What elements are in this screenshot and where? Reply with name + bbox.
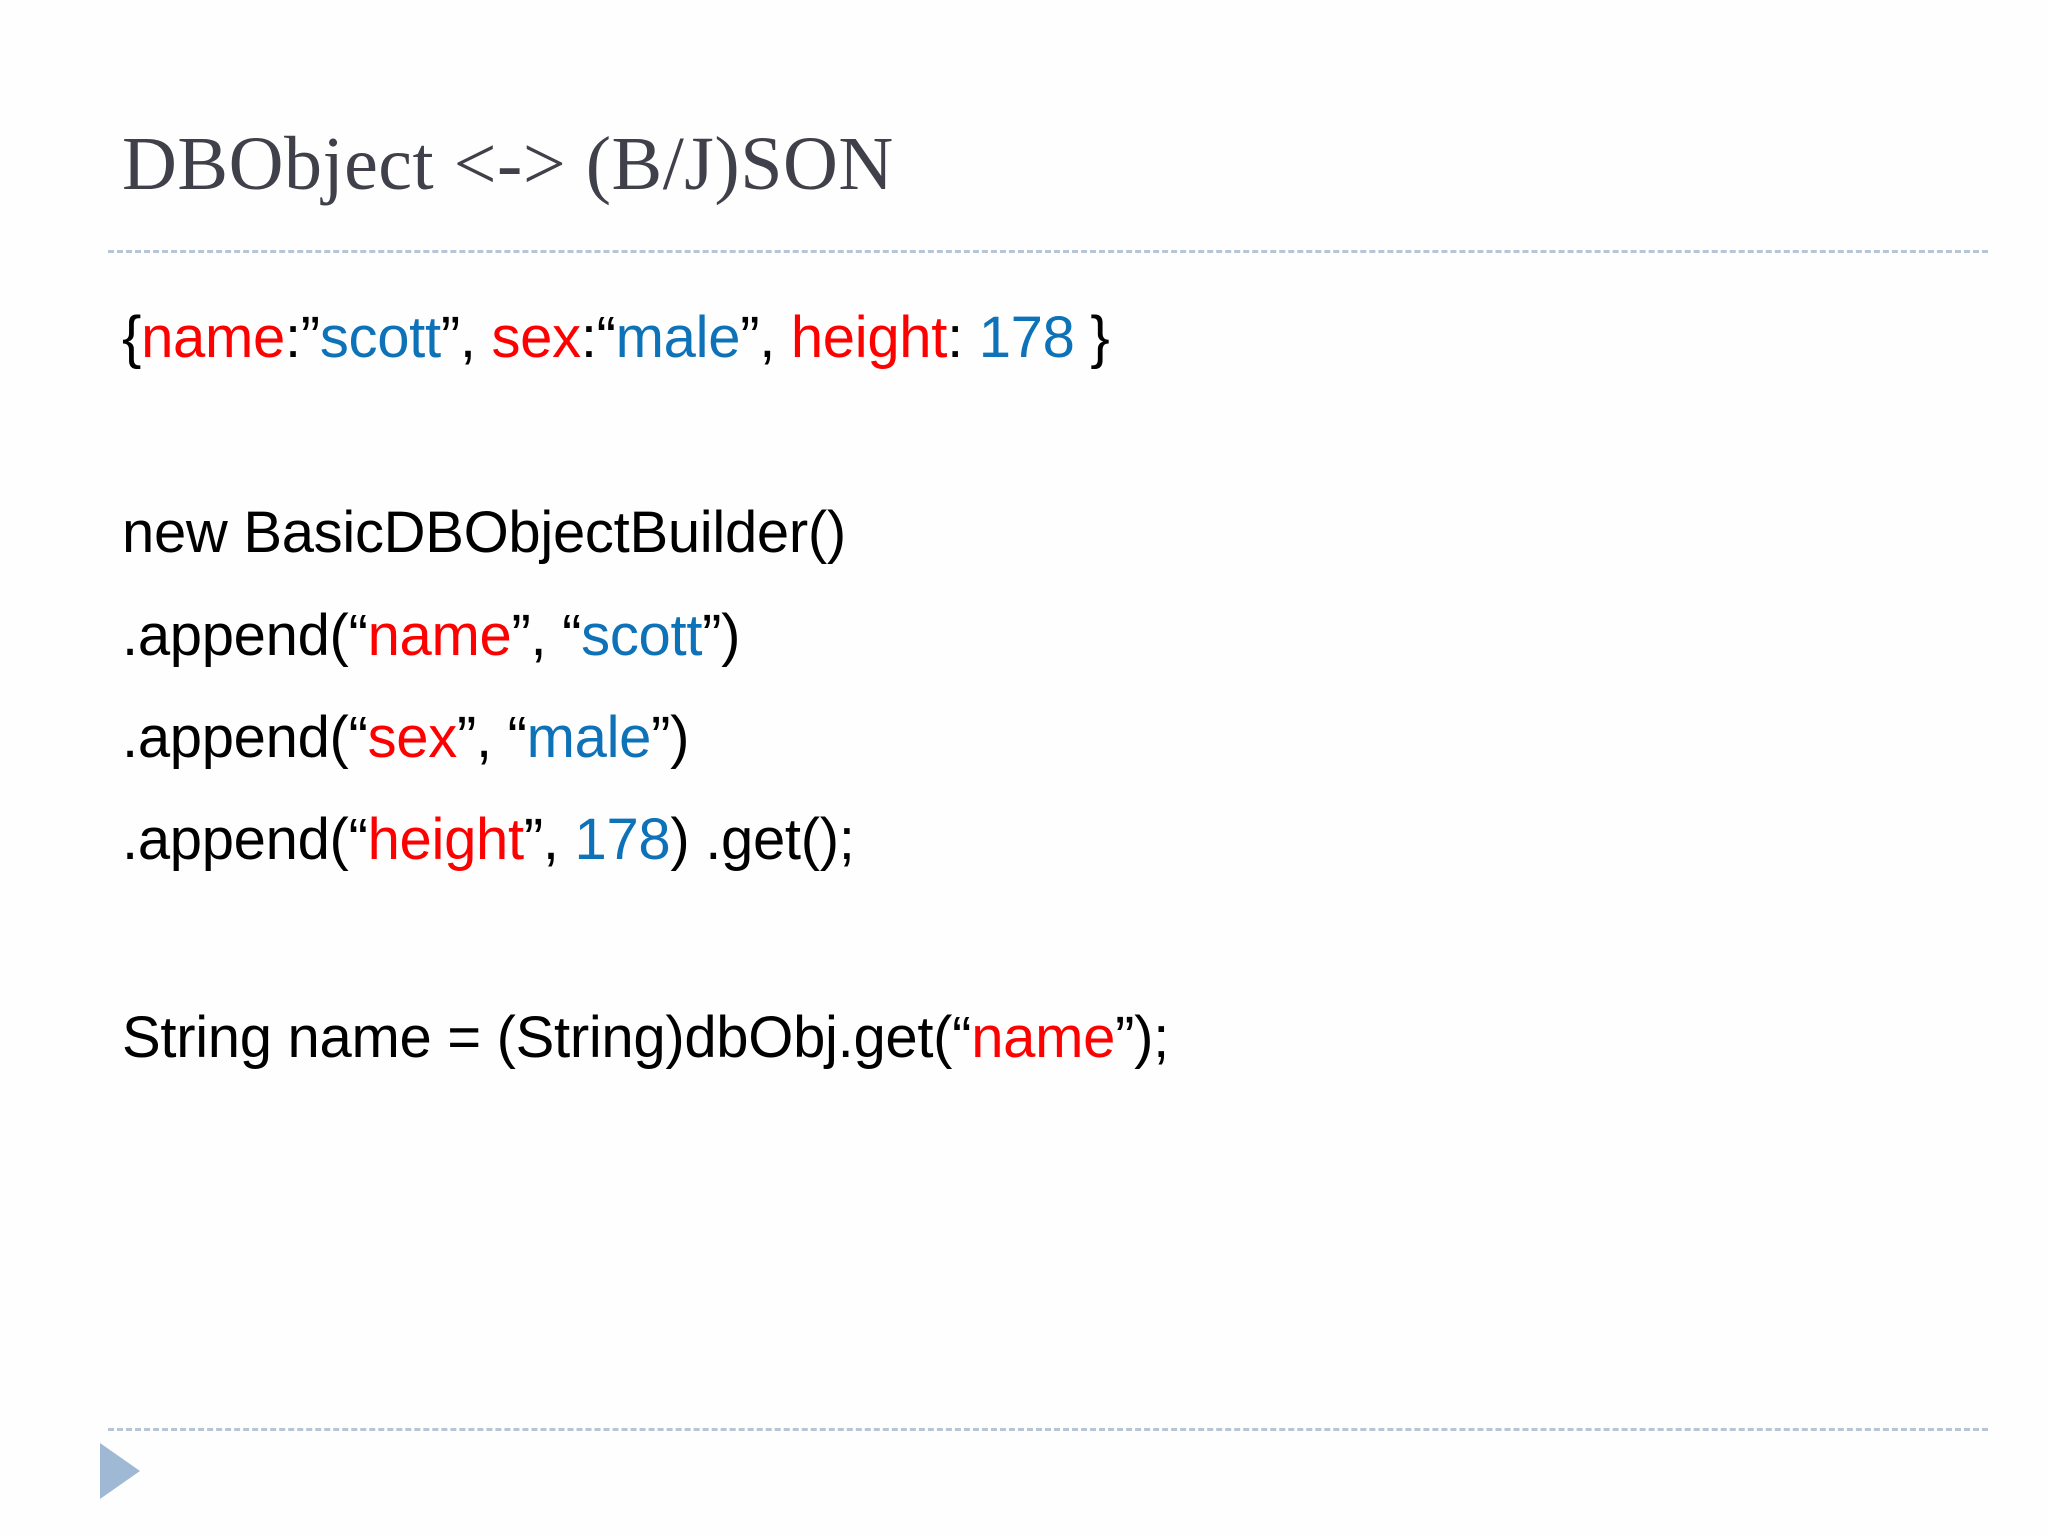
json-sep-2: ”, bbox=[740, 305, 791, 370]
footer-divider-bottom bbox=[108, 1428, 1988, 1431]
json-colon-2: :“ bbox=[580, 305, 616, 370]
json-value-178: 178 bbox=[978, 305, 1075, 370]
append-height-suffix: ) .get(); bbox=[670, 807, 855, 872]
code-line-getter: String name = (String)dbObj.get(“name”); bbox=[122, 988, 1169, 1088]
json-key-sex: sex bbox=[491, 305, 581, 370]
json-key-name: name bbox=[141, 305, 285, 370]
append-height-key: height bbox=[367, 807, 525, 872]
next-slide-triangle-icon[interactable] bbox=[100, 1443, 140, 1499]
append-sex-prefix: .append(“ bbox=[122, 705, 368, 770]
append-height-prefix: .append(“ bbox=[122, 807, 368, 872]
code-line-append-sex: .append(“sex”, “male”) bbox=[122, 688, 689, 788]
json-key-height: height bbox=[790, 305, 948, 370]
append-sex-mid: ”, “ bbox=[456, 705, 527, 770]
json-value-male: male bbox=[615, 305, 741, 370]
getter-suffix: ”); bbox=[1115, 1005, 1169, 1070]
append-height-value: 178 bbox=[574, 807, 671, 872]
append-name-suffix: ”) bbox=[702, 603, 741, 668]
json-colon-1: :” bbox=[284, 305, 320, 370]
code-line-append-name: .append(“name”, “scott”) bbox=[122, 586, 740, 686]
title-divider-top bbox=[108, 250, 1988, 253]
code-line-append-height: .append(“height”, 178) .get(); bbox=[122, 790, 855, 890]
code-line-builder: new BasicDBObjectBuilder() bbox=[122, 483, 846, 583]
json-sep-1: ”, bbox=[440, 305, 492, 370]
append-name-mid: ”, “ bbox=[511, 603, 582, 668]
append-sex-suffix: ”) bbox=[651, 705, 690, 770]
append-sex-value: male bbox=[526, 705, 652, 770]
append-height-mid: ”, bbox=[523, 807, 575, 872]
json-value-scott: scott bbox=[319, 305, 441, 370]
code-line-json: {name:”scott”, sex:“male”, height: 178 } bbox=[122, 288, 1110, 388]
json-open-brace: { bbox=[122, 305, 142, 370]
append-name-key: name bbox=[367, 603, 512, 668]
json-colon-3: : bbox=[947, 305, 979, 370]
getter-prefix: String name = (String)dbObj.get(“ bbox=[122, 1005, 972, 1070]
getter-key: name bbox=[971, 1005, 1116, 1070]
page-title: DBObject <-> (B/J)SON bbox=[122, 122, 894, 206]
append-name-value: scott bbox=[581, 603, 703, 668]
append-name-prefix: .append(“ bbox=[122, 603, 368, 668]
json-close-brace: } bbox=[1074, 305, 1110, 370]
builder-text: new BasicDBObjectBuilder() bbox=[122, 500, 846, 565]
append-sex-key: sex bbox=[367, 705, 458, 770]
